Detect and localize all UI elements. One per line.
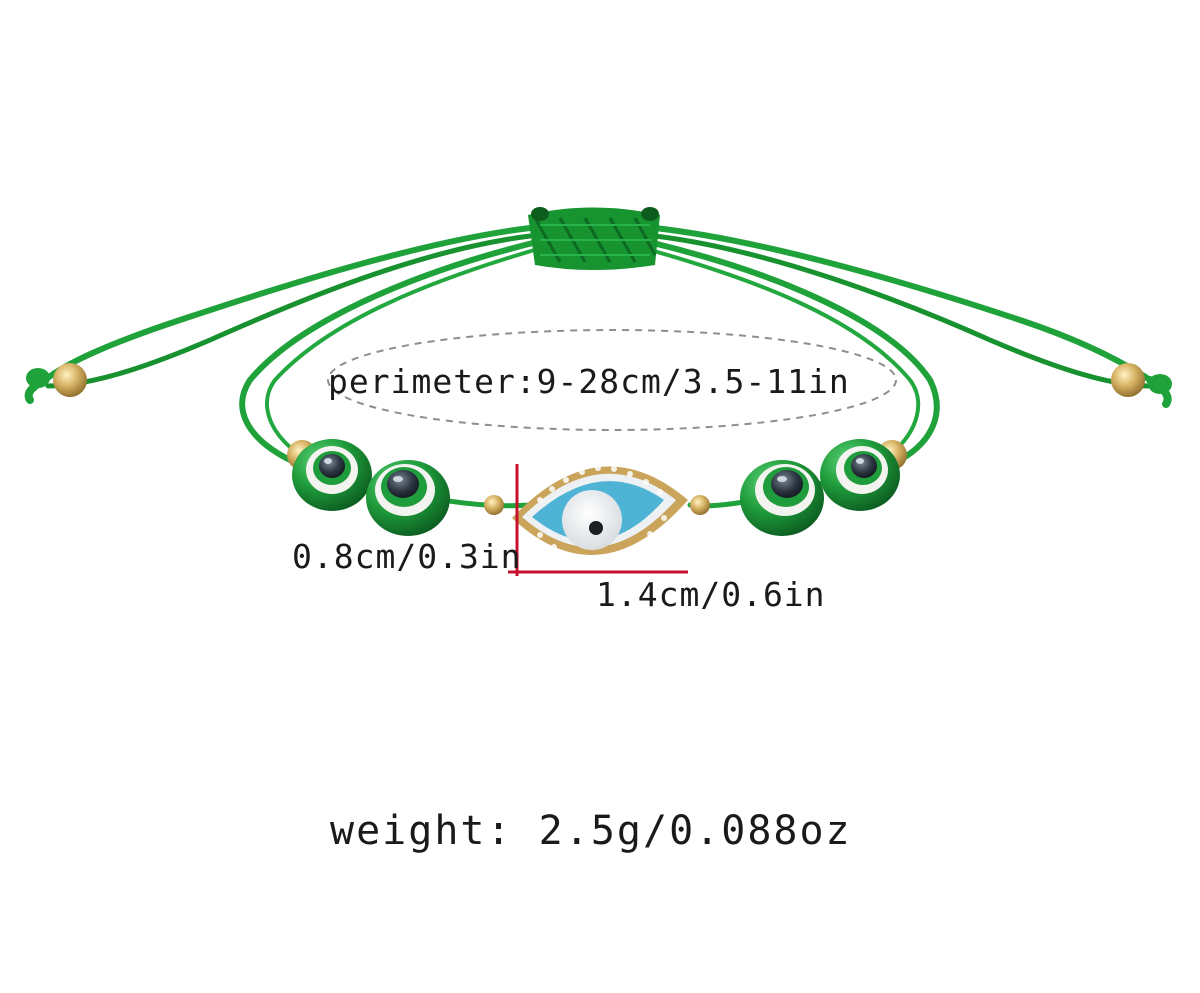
end-gold-bead-right — [1111, 363, 1172, 397]
evil-eye-bead-2 — [366, 460, 450, 536]
charm-size-label: 1.4cm/0.6in — [596, 575, 826, 614]
evil-eye-bead-4 — [820, 439, 900, 511]
evil-eye-bead-3 — [740, 460, 824, 536]
evil-eye-charm — [512, 465, 688, 566]
perimeter-label: perimeter:9-28cm/3.5-11in — [328, 362, 850, 401]
connector-ring-left — [484, 495, 504, 515]
measurement-lines — [508, 464, 688, 576]
macrame-knot — [528, 207, 660, 270]
evil-eye-bead-1 — [292, 439, 372, 511]
perimeter-dashed-ellipse — [327, 329, 897, 431]
bead-size-label: 0.8cm/0.3in — [292, 537, 522, 576]
end-gold-bead-left — [26, 363, 87, 397]
weight-label: weight: 2.5g/0.088oz — [330, 808, 852, 854]
connector-ring-right — [690, 495, 710, 515]
